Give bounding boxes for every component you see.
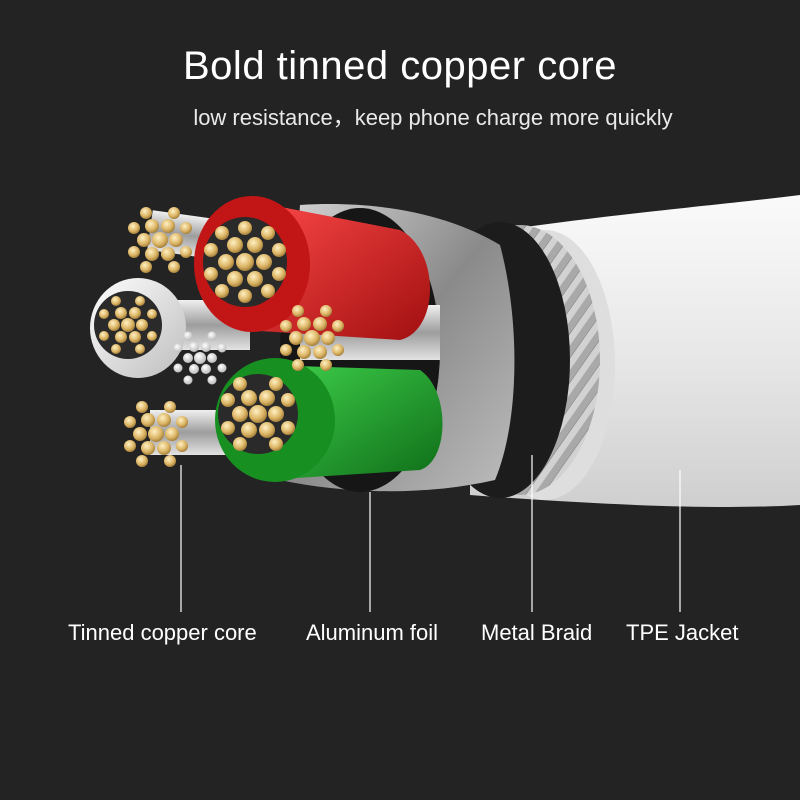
white-wire <box>90 278 186 378</box>
bare-copper-bundle-top <box>128 207 192 273</box>
green-wire-copper-core <box>221 377 295 451</box>
silver-strand-bundle <box>173 331 227 385</box>
bare-copper-bundle-middle <box>280 305 344 371</box>
callout-label-tinned-copper-core: Tinned copper core <box>68 620 257 645</box>
white-wire-copper-core <box>99 296 157 354</box>
red-wire-copper-core <box>204 221 286 303</box>
callout-label-tpe-jacket: TPE Jacket <box>626 620 739 645</box>
callout-lines <box>180 455 681 612</box>
red-wire <box>194 196 430 340</box>
callout-label-metal-braid: Metal Braid <box>481 620 593 645</box>
headline: Bold tinned copper core <box>183 44 617 88</box>
subheadline: low resistance，keep phone charge more qu… <box>193 105 673 130</box>
bare-copper-bundle-bottom <box>124 401 188 467</box>
green-wire <box>215 358 443 482</box>
callout-label-aluminum-foil: Aluminum foil <box>306 620 439 645</box>
